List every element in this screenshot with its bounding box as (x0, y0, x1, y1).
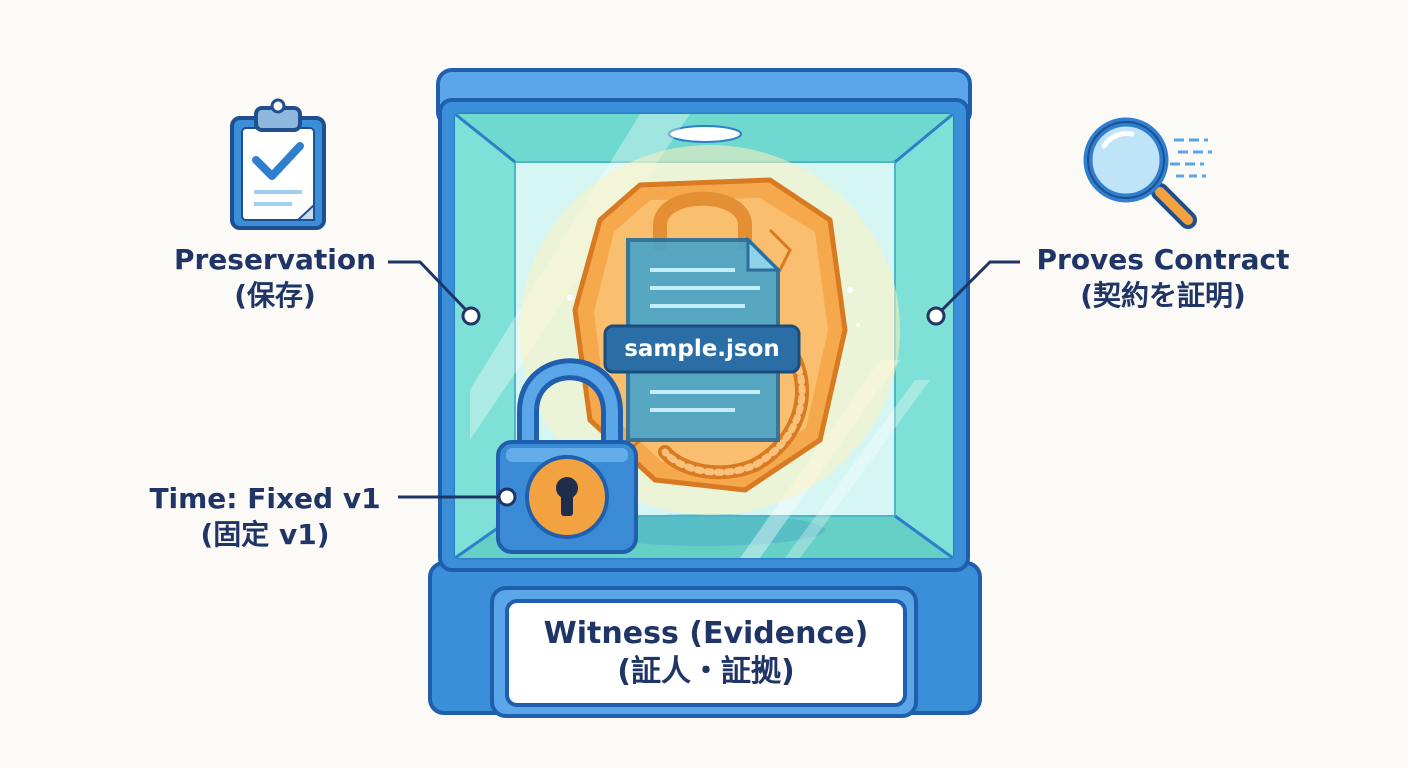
label-proves-title: Proves Contract (1036, 243, 1290, 276)
label-preservation-sub: (保存) (234, 279, 316, 312)
clipboard-check-icon (230, 98, 326, 230)
label-proves-contract: Proves Contract (契約を証明) (1018, 242, 1308, 314)
file-name-tag: sample.json (624, 336, 780, 362)
pedestal (428, 561, 982, 718)
caption-line1: Witness (Evidence) (543, 616, 869, 651)
file-tag-bg (603, 324, 801, 374)
label-preservation-title: Preservation (173, 243, 377, 276)
label-preservation: Preservation (保存) (150, 242, 400, 314)
label-time-sub: (固定 v1) (200, 518, 330, 551)
label-proves-sub: (契約を証明) (1080, 279, 1246, 312)
label-time-title: Time: Fixed v1 (149, 482, 381, 515)
caption-plaque: Witness (Evidence) (証人・証拠) (507, 601, 905, 705)
magnifier-icon (1083, 117, 1212, 229)
leader-lines (388, 260, 1020, 507)
caption-line2: (証人・証拠) (617, 654, 795, 689)
padlock-icon (496, 358, 638, 554)
label-time-fixed: Time: Fixed v1 (固定 v1) (130, 481, 400, 553)
